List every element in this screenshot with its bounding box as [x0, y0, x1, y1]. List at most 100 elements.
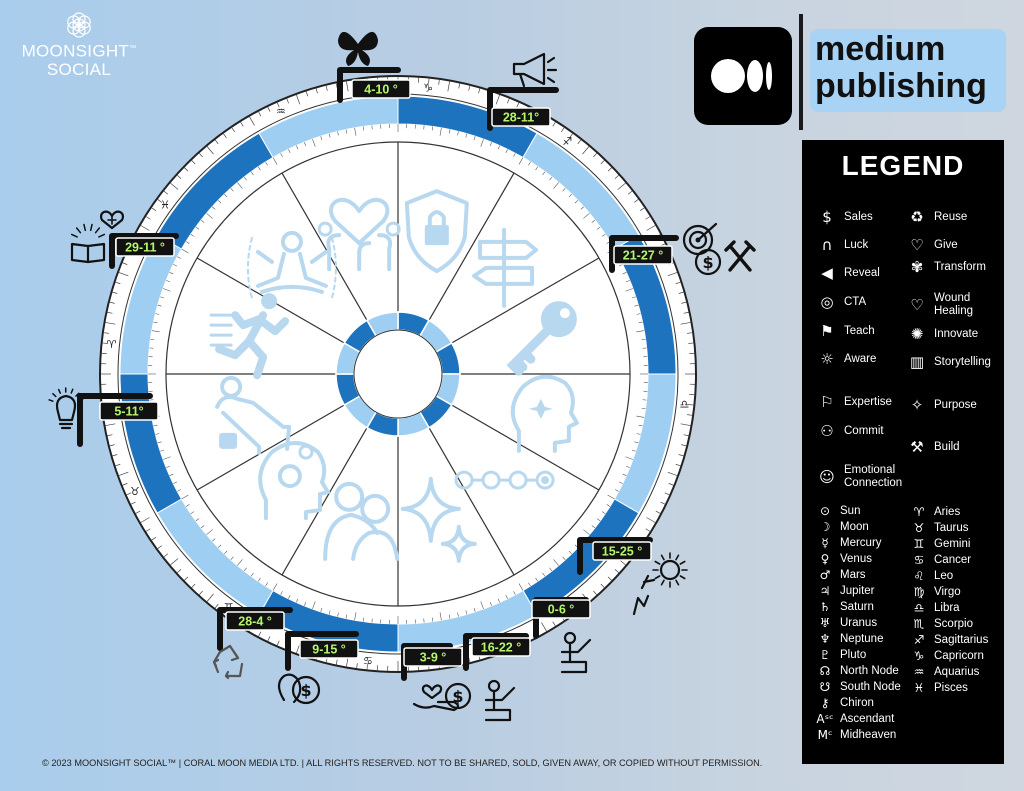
brand-tm: ™ — [129, 45, 137, 52]
inner-degree-tick — [304, 142, 307, 147]
placement-bracket — [577, 537, 653, 575]
wheel-rings: ♑♐♏♎♍♌♋♊♉♈♓♒ — [99, 75, 697, 673]
inner-degree-tick — [169, 473, 174, 476]
inner-degree-tick — [601, 233, 606, 237]
inner-degree-tick — [439, 612, 442, 621]
medium-logo — [694, 27, 792, 125]
degree-tick — [170, 182, 179, 190]
build-icon — [724, 240, 756, 272]
inner-degree-tick — [230, 556, 234, 560]
degree-tick — [107, 311, 113, 314]
degree-tick — [687, 332, 693, 334]
inner-degree-tick — [250, 572, 254, 577]
degree-tick — [296, 94, 301, 105]
legend-signs-taurus: ♉Taurus — [910, 521, 969, 535]
inner-degree-tick — [354, 612, 357, 621]
degree-tick — [516, 102, 520, 108]
inner-degree-tick — [480, 601, 484, 610]
inner-degree-tick — [160, 449, 165, 452]
signpost-icon — [472, 227, 539, 308]
legend-item-expertise: ⚐Expertise — [816, 393, 892, 411]
degree-tick — [607, 167, 612, 172]
degree-tick — [103, 332, 109, 334]
degree-tick — [231, 127, 236, 133]
degree-tick — [552, 121, 556, 127]
inner-degree-tick — [166, 280, 171, 283]
degree-tick — [115, 463, 121, 467]
inner-degree-tick — [465, 610, 468, 615]
megaphone-icon — [512, 52, 558, 88]
legend-item-aware: ☼Aware — [816, 350, 876, 368]
degree-tick — [126, 492, 132, 496]
sign-glyph: ♑ — [423, 82, 433, 95]
inner-degree-tick — [157, 304, 162, 307]
inner-degree-tick — [177, 489, 181, 492]
inner-degree-tick — [618, 481, 623, 484]
degree-tick — [267, 636, 271, 642]
inner-degree-tick — [448, 614, 451, 619]
degree-tick — [541, 622, 547, 632]
placement-label: 28-11° — [503, 111, 539, 125]
degree-tick — [206, 146, 214, 155]
legend-item-label-line2: Healing — [934, 305, 973, 317]
degree-tick — [151, 536, 157, 541]
degree-tick — [214, 603, 219, 609]
placement-label-box — [351, 79, 411, 99]
placement-label-box — [299, 639, 359, 659]
degree-tick — [163, 190, 169, 195]
glyph-label: Taurus — [934, 522, 969, 534]
degree-tick — [593, 153, 597, 158]
degree-tick — [560, 127, 565, 133]
degree-tick — [600, 583, 605, 588]
hug-icon — [323, 481, 400, 561]
degree-tick — [258, 631, 262, 637]
degree-tick — [688, 342, 694, 344]
inner-degree-tick — [155, 433, 160, 435]
inner-degree-tick — [562, 188, 566, 192]
glyph-label: Scorpio — [934, 618, 973, 630]
placement-label: 29-11 ° — [125, 241, 165, 255]
degree-tick — [675, 281, 681, 285]
dollar-glyph: $ — [300, 681, 311, 700]
inner-degree-tick — [173, 264, 178, 267]
inner-degree-tick — [574, 200, 579, 204]
degree-tick — [687, 414, 693, 416]
glyph-label: Leo — [934, 570, 954, 582]
legend-planets-north-node: ☊North Node — [816, 664, 899, 678]
inner-degree-tick — [625, 280, 630, 283]
legend-signs-cancer: ♋Cancer — [910, 553, 971, 567]
glyph-icon: Mᶜ — [817, 728, 833, 742]
inner-degree-tick — [237, 182, 243, 189]
placement-marker: 16-22 ° — [463, 633, 531, 722]
glyph-label: Mercury — [840, 537, 882, 549]
placement-label-box — [531, 599, 591, 619]
placement-marker: 3-9 °$ — [401, 643, 472, 712]
butterfly-icon — [338, 31, 378, 66]
inner-degree-tick — [296, 145, 299, 150]
legend-item-label: Give — [934, 239, 958, 251]
degree-tick — [683, 434, 689, 437]
degree-tick — [177, 569, 182, 573]
glyph-icon: ♒ — [913, 665, 925, 679]
inner-degree-tick — [606, 504, 611, 507]
inner-degree-tick — [622, 473, 627, 476]
legend-item-label: Teach — [844, 325, 875, 337]
inner-degree-tick — [591, 525, 596, 529]
inner-degree-tick — [217, 200, 222, 204]
house-cusp — [451, 257, 600, 344]
glyph-icon: ♓ — [913, 681, 925, 695]
inner-degree-tick — [312, 601, 316, 610]
placement-bracket — [337, 67, 401, 103]
legend-item-label: Luck — [844, 239, 869, 251]
inner-degree-tick — [200, 219, 205, 223]
placement-label: 0-6 ° — [548, 603, 575, 617]
degree-tick — [634, 199, 639, 203]
degree-tick — [214, 139, 219, 145]
legend-item-build: ⚒Build — [906, 438, 959, 456]
inner-degree-tick — [288, 149, 291, 154]
copyright-text: © 2023 MOONSIGHT SOCIAL™ | CORAL MOON ME… — [42, 758, 763, 768]
glyph-icon: ♑ — [913, 649, 925, 663]
inner-degree-tick — [457, 131, 459, 136]
inner-degree-tick — [622, 272, 627, 275]
